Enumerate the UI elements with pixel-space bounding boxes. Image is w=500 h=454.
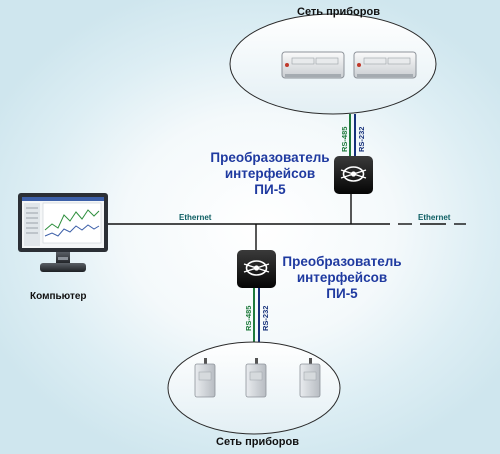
converter-bottom-line3: ПИ-5 <box>326 286 358 301</box>
ethernet-label-left: Ethernet <box>179 213 212 222</box>
sensor-device-icon <box>299 358 321 398</box>
rs232-label-bottom: RS-232 <box>261 305 270 331</box>
rs485-label-bottom: RS-485 <box>244 305 253 331</box>
converter-top-line3: ПИ-5 <box>254 182 286 197</box>
converter-top-label: Преобразователь интерфейсов ПИ-5 <box>210 150 330 198</box>
sensor-device-icon <box>194 358 216 398</box>
converter-bottom-line2: интерфейсов <box>296 270 388 285</box>
converter-bottom-line1: Преобразователь <box>282 254 402 269</box>
converter-top-line2: интерфейсов <box>224 166 316 181</box>
converter-top-line1: Преобразователь <box>210 150 330 165</box>
computer-icon <box>18 193 108 272</box>
rs232-label-top: RS-232 <box>357 126 366 152</box>
bottom-network-title: Сеть приборов <box>216 436 299 448</box>
sensor-device-icon <box>245 358 267 398</box>
server-unit-icon <box>353 51 417 79</box>
converter-icon <box>334 156 373 194</box>
top-network-title: Сеть приборов <box>297 6 380 18</box>
ethernet-label-right: Ethernet <box>418 213 451 222</box>
computer-label: Компьютер <box>30 291 87 302</box>
rs485-label-top: RS-485 <box>340 126 349 152</box>
converter-bottom-label: Преобразователь интерфейсов ПИ-5 <box>281 254 403 302</box>
converter-icon <box>237 250 276 288</box>
server-unit-icon <box>281 51 345 79</box>
